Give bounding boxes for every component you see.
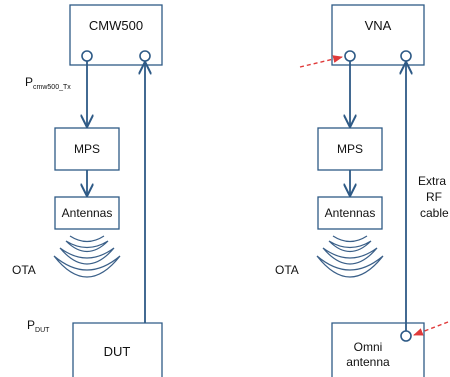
left-mps-label: MPS xyxy=(74,142,100,156)
vna-reference-plane-arrow xyxy=(299,55,343,68)
extra-rf-cable-label-line2: RF xyxy=(426,190,442,204)
omni-reference-plane-arrow xyxy=(413,321,449,336)
extra-rf-cable-label-line3: cable xyxy=(420,206,449,220)
dut-label: DUT xyxy=(104,344,131,359)
right-mps-label: MPS xyxy=(337,142,363,156)
right-setup: VNA MPS Antennas OTA Extra RF cable Omni… xyxy=(275,4,449,377)
right-antennas-box xyxy=(317,196,383,230)
left-antennas-box xyxy=(54,196,120,230)
right-ota-label: OTA xyxy=(275,263,299,277)
cmw500-tx-port xyxy=(81,50,93,62)
extra-rf-cable-label-line1: Extra xyxy=(418,174,446,188)
vna-port-2 xyxy=(400,50,412,62)
right-mps-box xyxy=(317,127,383,171)
vna-port-1 xyxy=(344,50,356,62)
left-ota-label: OTA xyxy=(12,263,36,277)
omni-antenna-label-line2: antenna xyxy=(346,355,390,369)
cmw500-rx-port xyxy=(139,50,151,62)
omni-antenna-port xyxy=(400,330,412,342)
dut-box xyxy=(72,322,163,377)
left-setup: CMW500 Pcmw500_Tx MPS Antennas OTA PDUT … xyxy=(12,4,163,377)
right-antennas-label: Antennas xyxy=(325,206,376,220)
left-mps-box xyxy=(54,127,120,171)
left-antennas-label: Antennas xyxy=(62,206,113,220)
cmw500-tx-power-label: Pcmw500_Tx xyxy=(25,75,71,91)
omni-antenna-label-line1: Omni xyxy=(354,340,383,354)
dut-power-label: PDUT xyxy=(27,318,50,334)
vna-label: VNA xyxy=(365,18,392,33)
cmw500-label: CMW500 xyxy=(89,18,143,33)
left-ota-waves xyxy=(53,235,121,278)
right-ota-waves xyxy=(316,235,384,278)
